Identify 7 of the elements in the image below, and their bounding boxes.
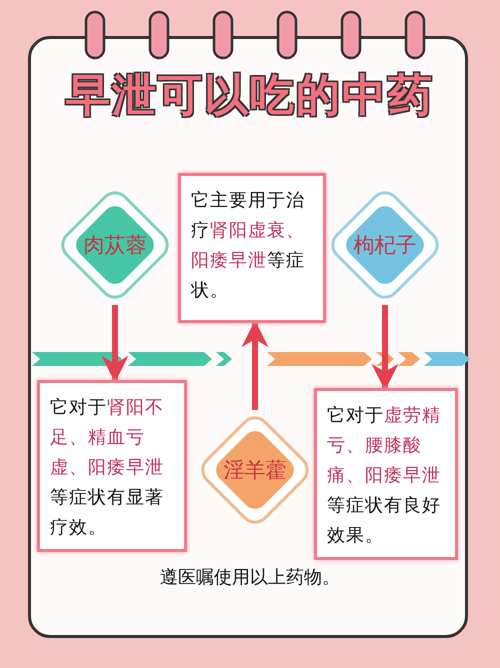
description-box: 它主要用于治疗肾阳虚衰、阳痿早泄等症状。: [178, 173, 326, 323]
arrow: [372, 305, 398, 391]
description-box: 它对于肾阳不足、精血亏虚、阳痿早泄等症状有显著疗效。: [37, 380, 187, 552]
note-text: 遵医嘱使用以上药物。: [159, 566, 341, 589]
title: 早泄可以吃的中药: [65, 69, 435, 123]
description-box: 它对于虚劳精亏、腰膝酸痛、阳痿早泄等症状有良好效果。: [314, 388, 458, 560]
arrow: [102, 305, 128, 383]
